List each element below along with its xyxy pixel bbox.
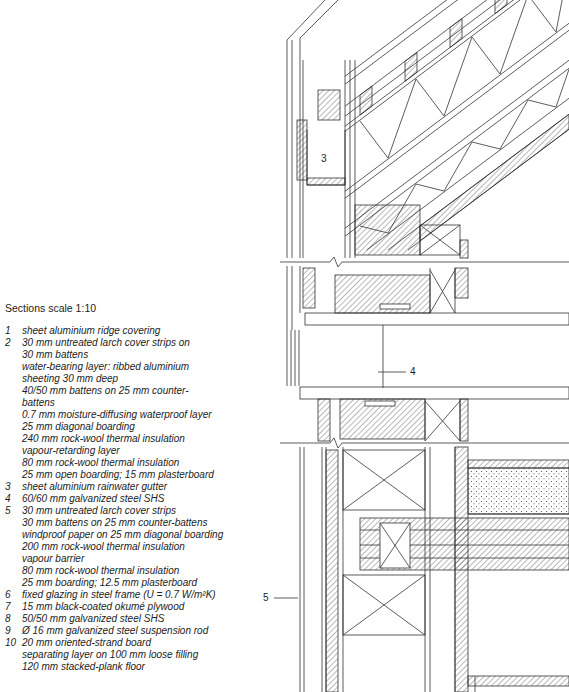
roof-line (472, 37, 500, 74)
roof-line (416, 79, 444, 116)
legend-text: separating layer on 100 mm loose filling (22, 649, 198, 661)
legend-number: 2 (5, 337, 11, 349)
legend-text: 50/50 mm galvanized steel SHS (22, 613, 164, 625)
roof-line (360, 121, 388, 158)
roof-line (416, 184, 444, 191)
roof-line (444, 37, 472, 116)
title: Sections scale 1:10 (5, 302, 96, 314)
legend-text: 120 mm stacked-plank floor (22, 661, 145, 673)
legend-text: sheeting 30 mm deep (22, 373, 118, 385)
batten (405, 52, 417, 81)
legend-text: 30 mm untreated larch cover strips (22, 505, 176, 517)
legend-text: 30 mm battens (22, 349, 88, 361)
batten (495, 0, 507, 14)
roof-line (556, 69, 569, 107)
roof-line (500, 0, 528, 74)
legend-text: sheet aluminium rainwater gutter (22, 481, 167, 493)
legend-text: 60/60 mm galvanized steel SHS (22, 493, 164, 505)
legend-text: 20 mm oriented-strand board (22, 637, 151, 649)
legend-text: 30 mm untreated larch cover strips on (22, 337, 190, 349)
roof-line (345, 0, 569, 116)
legend-text: battens (22, 397, 55, 409)
legend-text: Ø 16 mm galvanized steel suspension rod (22, 625, 208, 637)
batten (360, 86, 372, 115)
roof-line (345, 0, 569, 84)
legend-text: fixed glazing in steel frame (U = 0.7 W/… (22, 589, 216, 601)
legend-text: 0.7 mm moisture-diffusing waterproof lay… (22, 409, 212, 421)
roof-line (345, 23, 569, 191)
legend-text: sheet aluminium ridge covering (22, 325, 160, 337)
legend-number: 5 (5, 505, 11, 517)
legend-text: windproof paper on 25 mm diagonal boardi… (22, 529, 223, 541)
roof-line (345, 0, 569, 76)
roof-line (500, 100, 528, 149)
legend-text: vapour barrier (22, 553, 84, 565)
legend-number: 1 (5, 325, 11, 337)
roof-line (388, 79, 416, 158)
legend-text: 25 mm diagonal boarding (22, 421, 135, 433)
roof-line (444, 142, 472, 191)
roof-line (472, 142, 500, 149)
roof-line (345, 0, 569, 106)
callout-number: 4 (409, 366, 417, 378)
roof-line (556, 0, 569, 32)
legend-number: 3 (5, 481, 11, 493)
legend-number: 7 (5, 601, 11, 613)
roof-line (528, 100, 556, 107)
legend-text: 15 mm black-coated okumé plywood (22, 601, 184, 613)
callout-number: 3 (320, 153, 328, 165)
legend-text: water-bearing layer: ribbed aluminium (22, 361, 189, 373)
legend-number: 8 (5, 613, 11, 625)
wall-section (274, 0, 569, 692)
roof-line (528, 0, 556, 32)
legend-text: vapour-retarding layer (22, 445, 120, 457)
ceiling-boarding (420, 114, 569, 241)
callout-number: 5 (262, 592, 270, 604)
legend-number: 6 (5, 589, 11, 601)
legend-text: 30 mm battens on 25 mm counter-battens (22, 517, 207, 529)
legend-text: 25 mm open boarding; 15 mm plasterboard (22, 469, 214, 481)
legend-text: 80 mm rock-wool thermal insulation (22, 457, 179, 469)
legend-text: 40/50 mm battens on 25 mm counter- (22, 385, 189, 397)
legend-number: 10 (5, 637, 16, 649)
legend-text: 200 mm rock-wool thermal insulation (22, 541, 185, 553)
legend-text: 25 mm boarding; 12.5 mm plasterboard (22, 577, 197, 589)
roof-line (345, 0, 569, 131)
legend-number: 9 (5, 625, 11, 637)
legend-text: 80 mm rock-wool thermal insulation (22, 565, 179, 577)
roof-line (345, 30, 569, 198)
batten (450, 19, 462, 48)
legend-number: 4 (5, 493, 11, 505)
legend-text: 240 mm rock-wool thermal insulation (22, 433, 185, 445)
